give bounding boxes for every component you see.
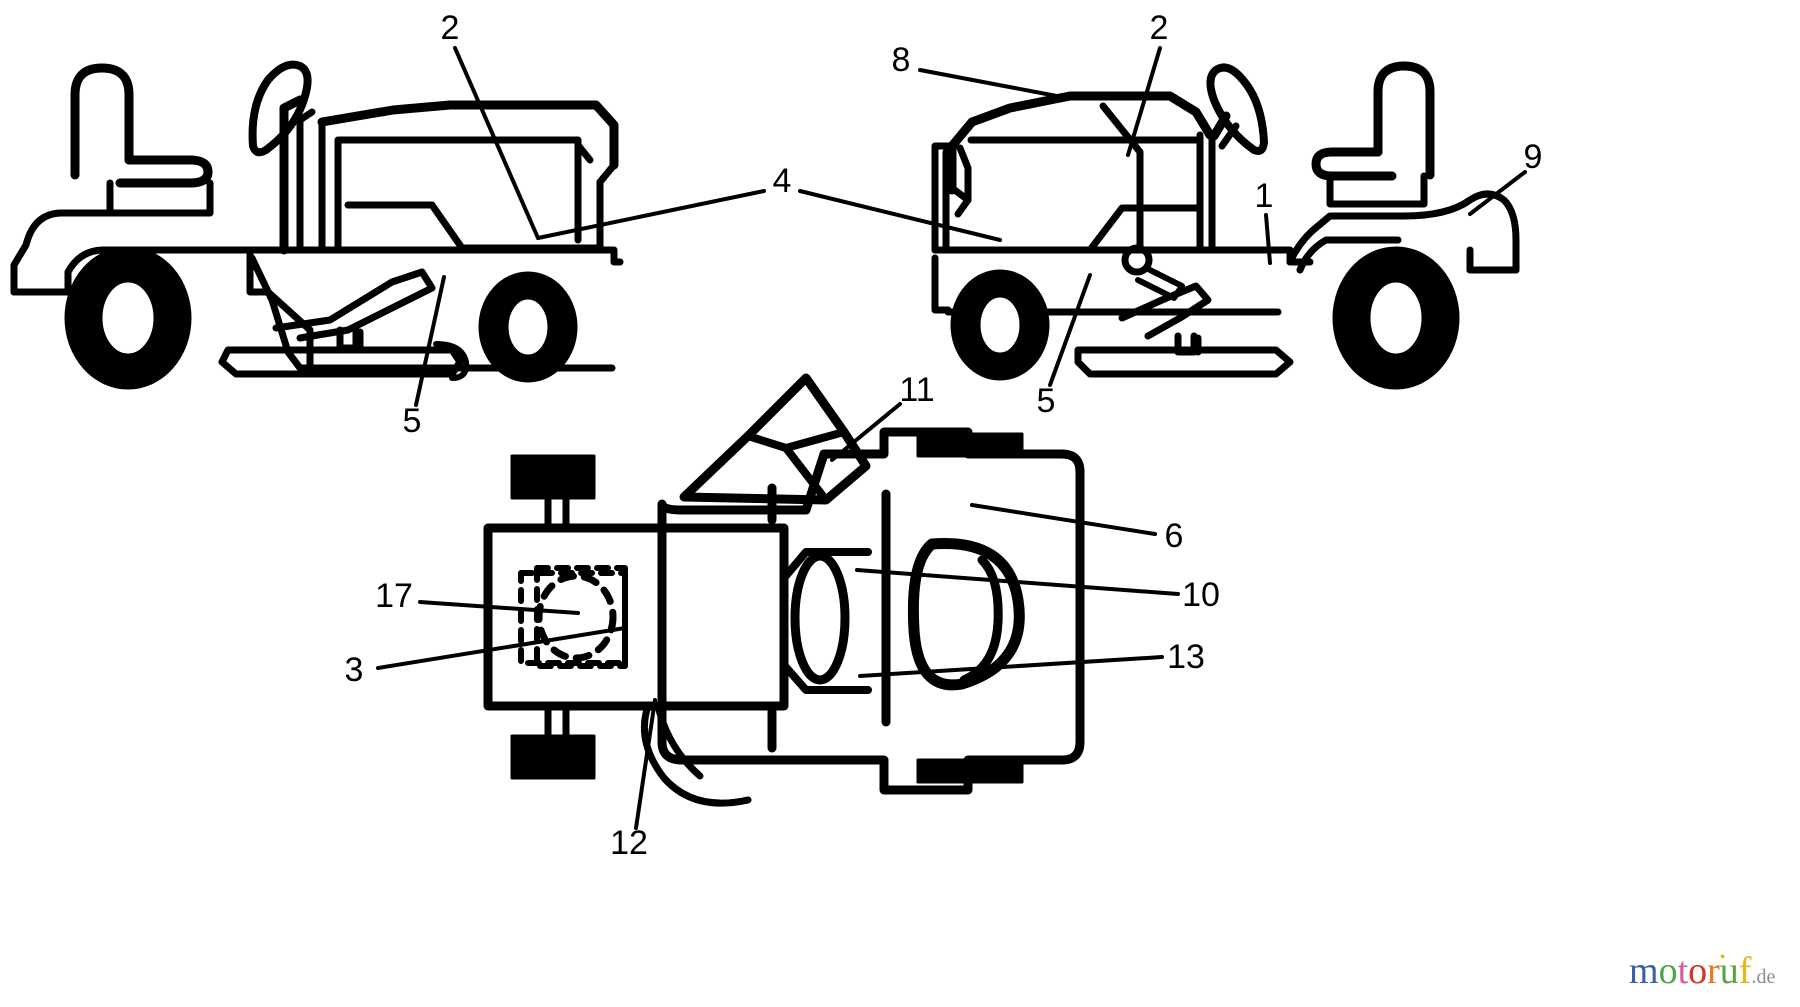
hood-top-r2 [1065,91,1215,140]
watermark-letter-r: r [1707,950,1720,992]
callout-1: 1 [1255,177,1274,215]
watermark-letter-f: f [1738,950,1752,992]
seat-cushion [115,155,213,188]
frame-neck-bot [780,661,872,694]
muffler-wedge-fold [744,428,848,452]
leader-11 [830,402,902,462]
hood-grille-line [336,136,594,164]
leader-8 [918,68,1064,99]
steering-wheel [248,60,312,157]
left-side-view [10,60,624,390]
frame-neck-top [780,548,872,582]
leader-4-right [798,189,1002,242]
hood-left-rib-r [1099,102,1144,254]
muffler-wedge [679,373,871,505]
steering-column [279,95,305,255]
callout-17: 17 [375,577,413,615]
engine-body-outline [657,427,1085,795]
chassis-box [483,523,789,711]
seat-cushion-r [1311,147,1397,181]
fender-inner-r [1296,236,1402,274]
watermark-dot: • [1719,949,1726,966]
top-wheel-upper [510,454,596,500]
engine-bottom-plate [916,758,1024,784]
callout-10: 10 [1182,576,1220,614]
callout-5-left: 5 [403,402,422,440]
callout-4: 4 [773,162,792,200]
leader-2-right [1126,46,1162,157]
steering-column-2 [296,108,316,254]
leader-9 [1468,170,1527,216]
callout-12: 12 [610,824,648,862]
frame-bottom-r [931,254,952,314]
leader-4-left [536,189,766,240]
rear-wheel-hub [99,279,157,357]
leader-3 [376,626,627,670]
callout-numbers: 2 8 2 4 9 1 5 5 11 6 10 13 17 3 12 [345,9,1543,862]
callout-6: 6 [1165,517,1184,555]
front-wheel-hub [505,296,551,358]
hood-top [317,100,619,170]
top-view [483,373,1085,807]
leader-17 [418,600,580,615]
callout-9: 9 [1524,138,1543,176]
pulley-dashed [535,572,617,662]
watermark-letter-u: u [1719,950,1739,992]
footrest-r [1118,282,1212,340]
callout-13: 13 [1167,638,1205,676]
callout-2-left: 2 [441,9,460,47]
fender-body-r [1286,190,1520,274]
engine-top-plate [916,432,1024,458]
hood-front-lower [596,161,618,254]
seat-backrest [70,63,134,180]
steering-wheel-r [1206,63,1268,155]
mower-deck-r [1074,346,1294,378]
leader-13 [858,655,1164,678]
rear-wheel-hub-r [1367,279,1425,357]
watermark-letter-m: m [1629,950,1659,992]
watermark-letter-t: t [1677,950,1689,992]
hood-top-r [947,91,1075,195]
callout-8: 8 [892,41,911,79]
callout-3: 3 [345,651,364,689]
top-wheel-lower [510,734,596,780]
drive-belt-2 [654,702,704,780]
hood-inner-line-r [948,184,972,204]
leader-6 [970,503,1157,536]
deck-discharge [433,341,470,381]
top-axle-upper [544,494,570,532]
footrest [272,268,436,342]
hood-lower-shelf-r [948,204,1204,254]
leader-5-right [1048,273,1092,387]
muffler-wedge-fold2 [782,444,830,504]
drive-belt [640,702,752,807]
air-filter-oval [907,537,1025,691]
frame-outline [246,246,624,266]
callout-11: 11 [899,371,934,409]
seat-pan [106,179,214,217]
engine-pulley-small [790,551,850,685]
leader-2-left [453,46,540,240]
callout-2-right: 2 [1150,9,1169,47]
leader-10 [855,568,1180,596]
leader-1 [1264,213,1272,265]
seat-pan-r [1326,172,1428,208]
watermark-letter-o1: o [1658,950,1678,992]
leader-5-left [414,275,446,407]
watermark-letter-o2: o [1688,950,1708,992]
watermark-suffix: .de [1751,966,1776,988]
callout-5-right: 5 [1037,382,1056,420]
leader-12 [634,698,657,830]
seat-backrest-r [1373,61,1435,180]
front-wheel-hub-r [977,294,1023,356]
hood-lower-shelf [344,201,604,252]
right-side-view [931,61,1520,390]
hood-front-inner-r [954,144,972,218]
fender-body [10,209,314,374]
motoruf-watermark-logo: • motoruf.de [1629,949,1776,992]
callout-leaders [376,46,1527,830]
top-axle-lower [544,702,570,740]
control-knob [1121,244,1153,276]
